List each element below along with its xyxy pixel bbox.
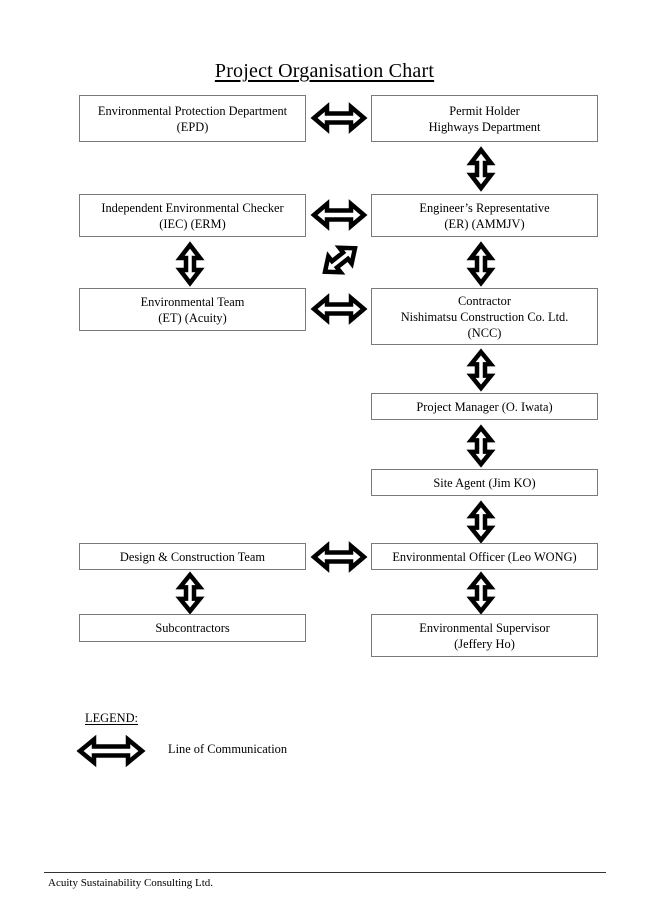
node-project-manager: Project Manager (O. Iwata)	[371, 393, 598, 420]
node-er: Engineer’s Representative (ER) (AMMJV)	[371, 194, 598, 237]
node-environmental-team-line2: (ET) (Acuity)	[158, 310, 227, 325]
legend-heading: LEGEND:	[85, 711, 138, 725]
node-design-construction-team-line1: Design & Construction Team	[119, 549, 266, 564]
node-permit-holder: Permit Holder Highways Department	[371, 95, 598, 142]
node-environmental-team: Environmental Team (ET) (Acuity)	[79, 288, 306, 331]
node-epd-line2: (EPD)	[176, 119, 209, 134]
connector-siteagent-eo	[466, 500, 496, 544]
connector-contractor-pm	[466, 348, 496, 392]
node-contractor: Contractor Nishimatsu Construction Co. L…	[371, 288, 598, 345]
node-environmental-team-line1: Environmental Team	[140, 294, 245, 309]
connector-permit-er	[466, 146, 496, 192]
connector-epd-permit	[310, 102, 368, 134]
footer-divider	[44, 872, 606, 873]
connector-design-subs	[175, 571, 205, 615]
node-environmental-supervisor-line2: (Jeffery Ho)	[454, 636, 515, 651]
node-er-line1: Engineer’s Representative	[419, 200, 550, 215]
legend-line-of-communication-icon	[76, 734, 146, 768]
connector-iec-er	[310, 199, 368, 231]
node-contractor-line1: Contractor	[458, 293, 511, 308]
connector-design-eo	[310, 541, 368, 573]
node-site-agent: Site Agent (Jim KO)	[371, 469, 598, 496]
connector-iec-et	[175, 241, 205, 287]
node-epd-line1: Environmental Protection Department	[97, 103, 288, 118]
connector-et-contractor	[310, 293, 368, 325]
node-environmental-officer: Environmental Officer (Leo WONG)	[371, 543, 598, 570]
connector-pm-siteagent	[466, 424, 496, 468]
node-subcontractors-line1: Subcontractors	[155, 621, 230, 635]
connector-er-contractor	[466, 241, 496, 287]
footer-text: Acuity Sustainability Consulting Ltd.	[48, 877, 213, 889]
node-contractor-line3: (NCC)	[467, 325, 502, 340]
node-iec-line2: (IEC) (ERM)	[159, 216, 226, 231]
node-permit-holder-line2: Highways Department	[428, 119, 541, 134]
node-iec-line1: Independent Environmental Checker	[101, 200, 284, 215]
node-project-manager-line1: Project Manager (O. Iwata)	[416, 399, 553, 414]
node-site-agent-line1: Site Agent (Jim KO)	[433, 475, 536, 490]
node-environmental-supervisor-line1: Environmental Supervisor	[419, 620, 550, 635]
node-er-line2: (ER) (AMMJV)	[444, 216, 525, 231]
node-environmental-supervisor: Environmental Supervisor (Jeffery Ho)	[371, 614, 598, 657]
node-environmental-officer-line1: Environmental Officer (Leo WONG)	[392, 549, 577, 564]
node-design-construction-team: Design & Construction Team	[79, 543, 306, 570]
node-permit-holder-line1: Permit Holder	[449, 103, 520, 118]
page-title: Project Organisation Chart	[214, 60, 435, 82]
legend-item-label: Line of Communication	[168, 742, 288, 756]
node-epd: Environmental Protection Department (EPD…	[79, 95, 306, 142]
connector-iec-contractor	[318, 243, 362, 277]
node-contractor-line2: Nishimatsu Construction Co. Ltd.	[400, 309, 569, 324]
connector-eo-es	[466, 571, 496, 615]
node-subcontractors: Subcontractors	[79, 614, 306, 642]
node-iec: Independent Environmental Checker (IEC) …	[79, 194, 306, 237]
